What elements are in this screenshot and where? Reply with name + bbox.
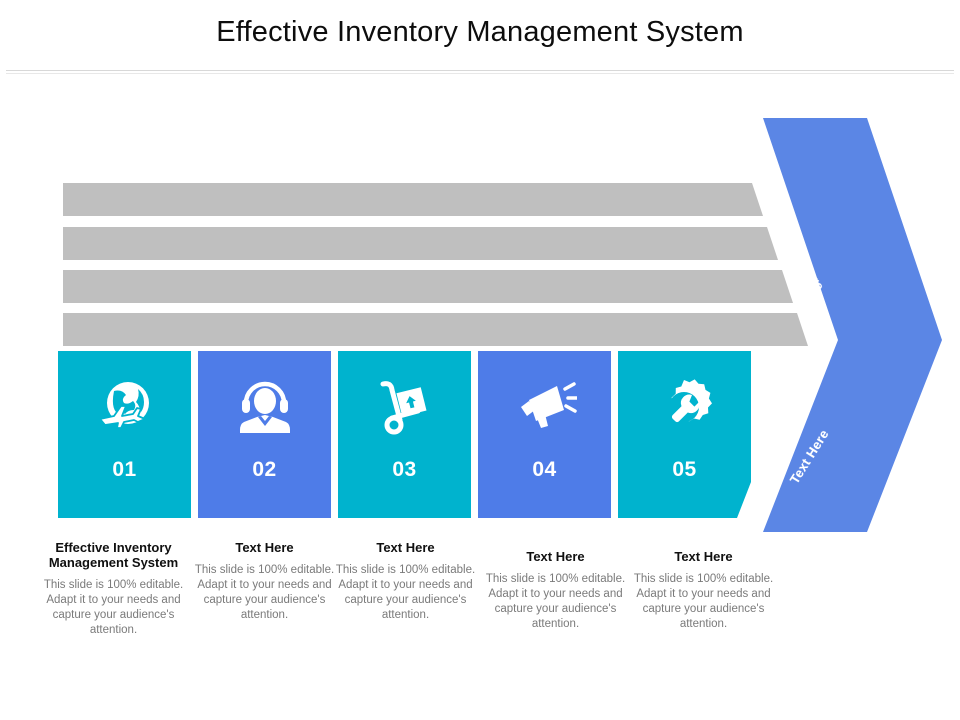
column-body: This slide is 100% editable. Adapt it to… bbox=[633, 573, 774, 630]
card-number: 03 bbox=[392, 458, 417, 481]
gear-wrench-icon bbox=[618, 367, 751, 447]
column-body: This slide is 100% editable. Adapt it to… bbox=[335, 564, 476, 621]
card-03[interactable]: 03 bbox=[338, 351, 471, 518]
card-number: 01 bbox=[112, 458, 137, 481]
gray-bar bbox=[63, 270, 793, 303]
card-number: 04 bbox=[532, 458, 557, 481]
title-divider-secondary bbox=[6, 73, 954, 74]
support-agent-headset-icon bbox=[198, 367, 331, 447]
megaphone-icon bbox=[478, 367, 611, 447]
gray-bar bbox=[63, 183, 763, 216]
infographic-graphic bbox=[0, 100, 960, 540]
hand-truck-box-icon bbox=[338, 367, 471, 447]
text-column-5: Text Here This slide is 100% editable. A… bbox=[626, 549, 781, 632]
globe-airplane-icon bbox=[58, 367, 191, 447]
card-number: 05 bbox=[672, 458, 697, 481]
column-body: This slide is 100% editable. Adapt it to… bbox=[485, 573, 626, 630]
card-shape-01[interactable] bbox=[58, 351, 191, 518]
gray-bar-group bbox=[63, 183, 808, 346]
title-divider bbox=[6, 70, 954, 71]
title-bar: Effective Inventory Management System bbox=[0, 14, 960, 50]
column-body: This slide is 100% editable. Adapt it to… bbox=[43, 579, 184, 636]
card-02[interactable]: 02 bbox=[198, 351, 331, 518]
card-04[interactable]: 04 bbox=[478, 351, 611, 518]
card-shape-03[interactable] bbox=[338, 351, 471, 518]
card-01[interactable]: 01 bbox=[58, 351, 191, 518]
card-number: 02 bbox=[252, 458, 277, 481]
column-body: This slide is 100% editable. Adapt it to… bbox=[194, 564, 335, 621]
card-shape-04[interactable] bbox=[478, 351, 611, 518]
gray-bar bbox=[63, 227, 778, 260]
card-shape-05[interactable] bbox=[618, 351, 751, 518]
text-column-3: Text Here This slide is 100% editable. A… bbox=[333, 540, 478, 623]
column-heading: Text Here bbox=[526, 549, 585, 564]
column-heading: Effective Inventory Management System bbox=[48, 540, 179, 570]
gray-bar bbox=[63, 313, 808, 346]
column-heading: Text Here bbox=[235, 540, 294, 555]
text-column-2: Text Here This slide is 100% editable. A… bbox=[192, 540, 337, 623]
card-shape-02[interactable] bbox=[198, 351, 331, 518]
card-05[interactable]: 05 bbox=[618, 351, 751, 518]
column-heading: Text Here bbox=[376, 540, 435, 555]
chevron-arrow[interactable] bbox=[763, 118, 942, 532]
text-column-4: Text Here This slide is 100% editable. A… bbox=[478, 549, 633, 632]
text-column-1: Effective Inventory Management System Th… bbox=[36, 540, 191, 638]
column-heading: Text Here bbox=[674, 549, 733, 564]
page-title: Effective Inventory Management System bbox=[216, 16, 744, 48]
